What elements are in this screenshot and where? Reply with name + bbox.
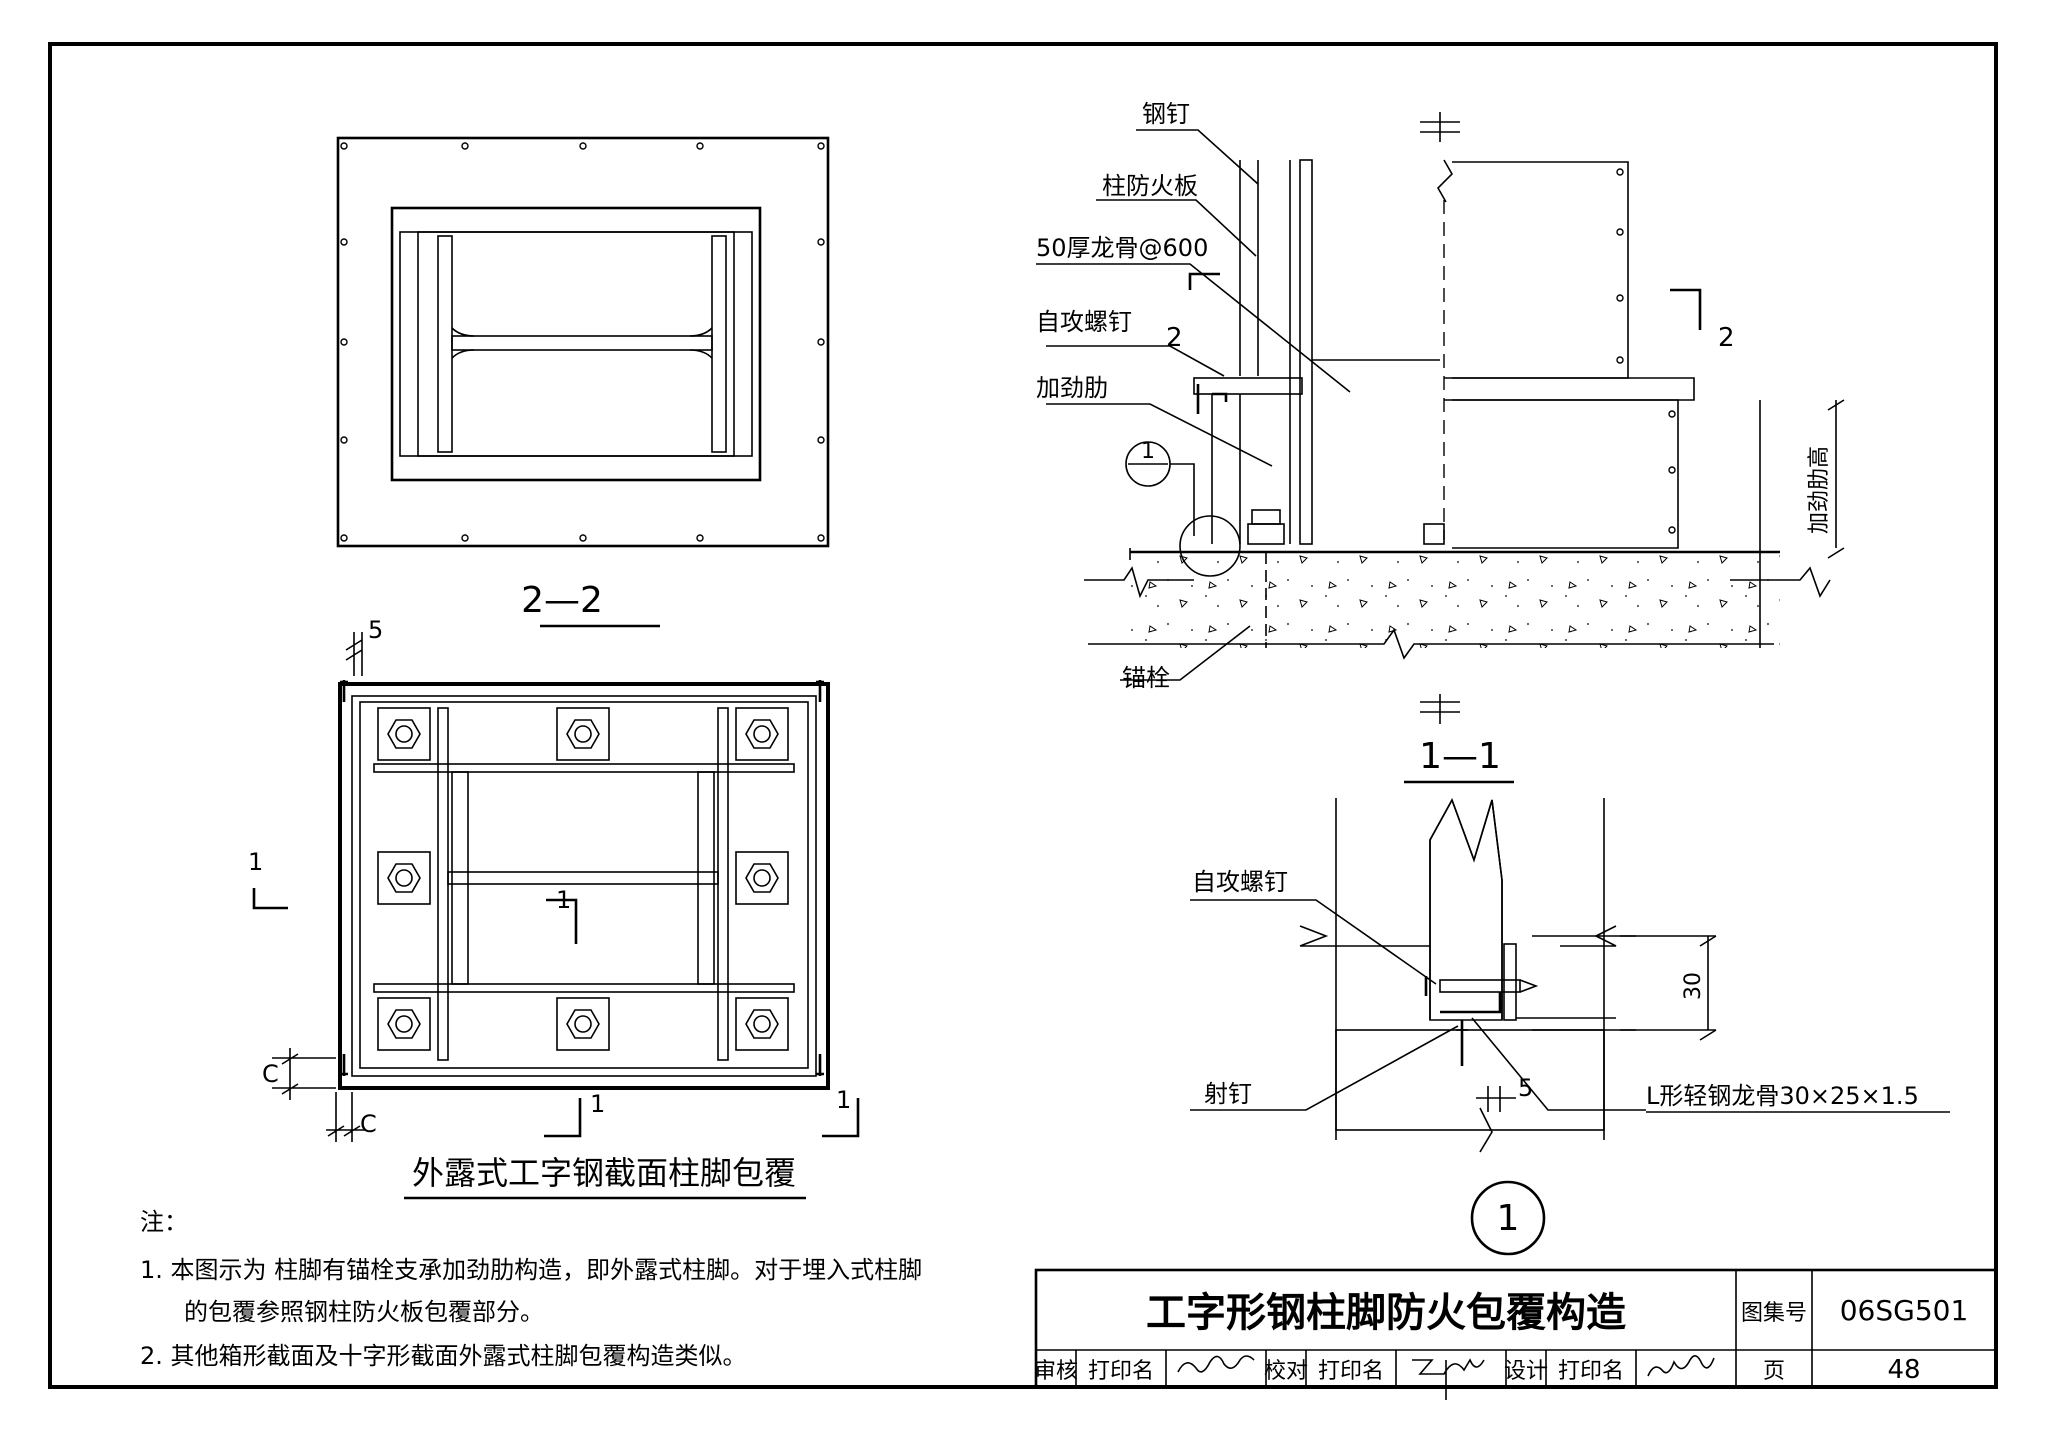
page-number: 48 [1887, 1355, 1920, 1385]
cut-2-right: 2 [1718, 323, 1735, 353]
dim-c-bottom: C [360, 1110, 377, 1138]
detail-1-label: 1 [1497, 1198, 1520, 1239]
detail-screw-label: 自攻螺钉 [1192, 868, 1288, 896]
note-2: 2. 其他箱形截面及十字形截面外露式柱脚包覆构造类似。 [140, 1342, 747, 1370]
callout-rib: 加劲肋 [1036, 374, 1108, 402]
callout-anchor: 锚栓 [1122, 664, 1170, 692]
anchor-bolts [377, 707, 789, 1051]
note-1-cont: 的包覆参照钢柱防火板包覆部分。 [184, 1298, 544, 1326]
dim-c-left: C [262, 1060, 279, 1088]
callout-board: 柱防火板 [1102, 172, 1198, 200]
detail-l-keel-label: L形轻钢龙骨30×25×1.5 [1646, 1082, 1919, 1110]
cut-1-mid: 1 [556, 886, 571, 914]
cut-1-right: 1 [836, 1086, 851, 1114]
dim-5-label: 5 [368, 616, 383, 644]
dim-30-label: 30 [1681, 972, 1706, 1000]
plan-title: 外露式工字钢截面柱脚包覆 [412, 1154, 796, 1192]
section-1-1-label: 1—1 [1419, 736, 1501, 777]
check-label: 校对 [1264, 1359, 1308, 1384]
design-signature [1647, 1355, 1715, 1377]
atlas-label: 图集号 [1741, 1301, 1807, 1326]
detail-1: 30 5 自攻螺钉 射钉 L形轻钢龙骨30×25×1.5 1 [1190, 798, 1950, 1256]
callout-nail: 钢钉 [1142, 100, 1190, 128]
design-print-name: 打印名 [1558, 1359, 1624, 1384]
review-signature [1177, 1355, 1255, 1373]
detail-ref-top: 1 [1141, 439, 1155, 464]
atlas-number: 06SG501 [1840, 1294, 1969, 1327]
detail-shot-nail-label: 射钉 [1204, 1080, 1252, 1108]
note-1: 1. 本图示为 柱脚有锚栓支承加劲肋构造，即外露式柱脚。对于埋入式柱脚 [140, 1256, 923, 1284]
sheet-frame [48, 42, 1998, 1389]
view-plan: 5 C C 1 1 1 1 外露式工字钢截面柱脚包覆 [248, 616, 860, 1200]
cut-1-left: 1 [248, 848, 263, 876]
design-label: 设计 [1504, 1359, 1548, 1384]
rib-height-label: 加劲肋高 [1807, 446, 1832, 534]
check-signature [1412, 1358, 1485, 1400]
section-1-1: 1 2 2 加劲肋高 钢钉 柱防火板 50厚龙骨@600 自攻螺钉 加劲肋 锚栓… [1036, 100, 1845, 784]
callout-screw: 自攻螺钉 [1036, 308, 1132, 336]
page-label: 页 [1763, 1359, 1785, 1384]
view-2-2-label: 2—2 [521, 580, 603, 621]
title-block: 工字形钢柱脚防火包覆构造 图集号 06SG501 页 48 审核 打印名 校对 … [1034, 1268, 1998, 1400]
notes-head: 注： [140, 1208, 188, 1236]
cut-1-bottom: 1 [590, 1090, 605, 1118]
dim-5-detail: 5 [1518, 1074, 1533, 1102]
check-print-name: 打印名 [1318, 1359, 1384, 1384]
review-label: 审核 [1034, 1359, 1078, 1384]
view-2-2: 2—2 [336, 136, 830, 628]
drawing-title: 工字形钢柱脚防火包覆构造 [1146, 1290, 1626, 1336]
review-print-name: 打印名 [1088, 1359, 1154, 1384]
callout-keel: 50厚龙骨@600 [1036, 234, 1208, 262]
